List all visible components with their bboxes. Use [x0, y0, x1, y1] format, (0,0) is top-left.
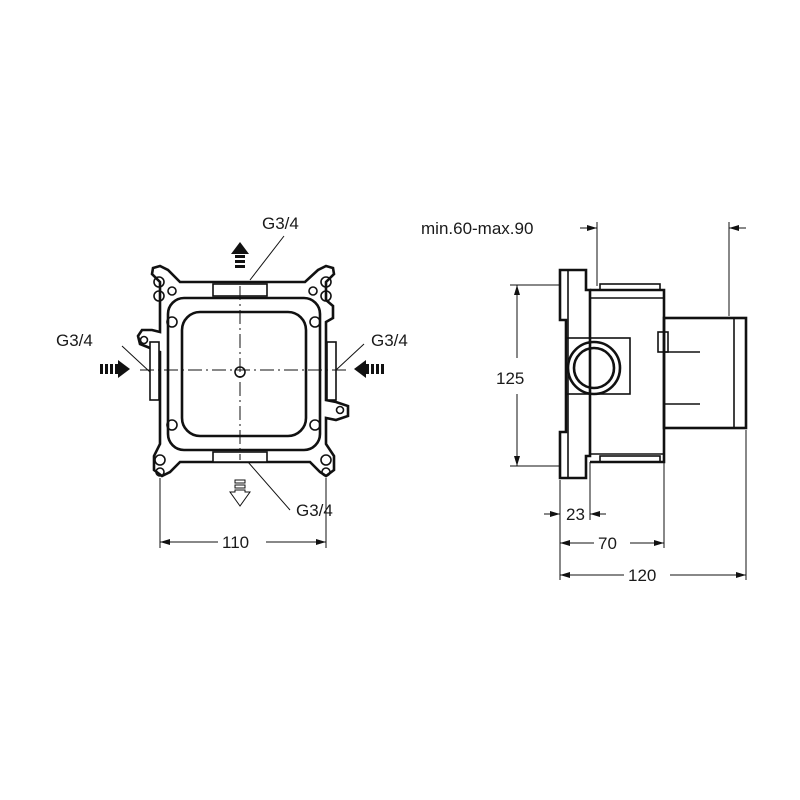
- solid-arrow-icon: [100, 360, 130, 378]
- mounting-hole: [167, 286, 177, 296]
- leader-top: [249, 235, 285, 281]
- side-port-inner: [572, 346, 616, 390]
- dimension-arrow: [654, 540, 664, 546]
- mounting-hole: [155, 467, 165, 477]
- dimension-arrow: [736, 572, 746, 578]
- cartridge: [662, 316, 748, 430]
- dimension-arrow: [550, 511, 560, 517]
- outline-arrow-icon: [229, 479, 251, 507]
- solid-arrow-icon: [354, 360, 384, 378]
- right-port-stub: [326, 341, 337, 401]
- leader-right: [335, 343, 365, 371]
- flange: [558, 268, 592, 480]
- dimension-label-120: 120: [628, 566, 656, 585]
- mounting-hole: [308, 286, 318, 296]
- dimension-arrow: [160, 539, 170, 545]
- mounting-hole: [335, 405, 345, 415]
- mounting-hole: [309, 419, 321, 431]
- body-outer: [166, 296, 322, 452]
- mounting-hole: [320, 290, 332, 302]
- dimension-label-23: 23: [566, 505, 585, 524]
- depth-range-label: min.60-max.90: [421, 219, 533, 238]
- mounting-hole: [309, 316, 321, 328]
- front-view: G3/4 G3/4 G3/4 G3/4 110: [56, 214, 408, 552]
- leader-bottom: [247, 461, 291, 511]
- mounting-hole: [139, 335, 149, 345]
- dimension-arrow: [590, 511, 600, 517]
- mounting-hole: [321, 467, 331, 477]
- dimension-label-70: 70: [598, 534, 617, 553]
- dimension-arrow: [560, 540, 570, 546]
- side-port-outer: [566, 340, 622, 396]
- body-bottom-rib: [599, 455, 661, 463]
- port-label-left: G3/4: [56, 331, 93, 350]
- port-label-top: G3/4: [262, 214, 299, 233]
- port-label-bottom: G3/4: [296, 501, 333, 520]
- port-label-right: G3/4: [371, 331, 408, 350]
- dimension-arrow: [587, 225, 597, 231]
- dimension-label-110: 110: [222, 533, 249, 552]
- mounting-hole: [154, 454, 166, 466]
- mounting-hole: [153, 290, 165, 302]
- leader-left: [121, 345, 151, 373]
- mounting-hole: [153, 276, 165, 288]
- dimension-label-125: 125: [496, 369, 524, 388]
- solid-arrow-icon: [231, 242, 249, 268]
- left-port-stub: [149, 341, 160, 401]
- mounting-hole: [320, 276, 332, 288]
- dimension-arrow: [560, 572, 570, 578]
- dimension-arrow: [729, 225, 739, 231]
- body-top-rib: [599, 283, 661, 291]
- valve-body: [590, 288, 666, 464]
- mounting-hole: [320, 454, 332, 466]
- side-view: min.60-max.90 125 23 70 120: [421, 219, 748, 585]
- body-inner: [180, 310, 308, 438]
- dimension-arrow: [514, 456, 520, 466]
- dimension-arrow: [514, 285, 520, 295]
- dimension-arrow: [316, 539, 326, 545]
